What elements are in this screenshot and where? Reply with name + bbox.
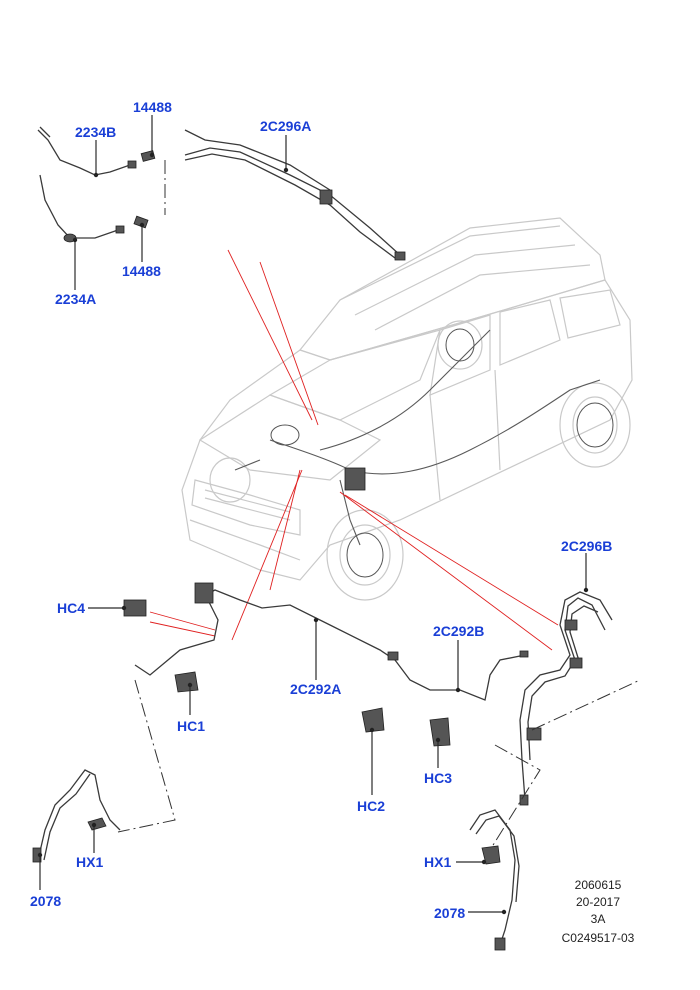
hose-2078-left	[32, 769, 121, 863]
dashed-link-right-bottom	[489, 744, 541, 851]
pipe-2C296B	[519, 591, 613, 806]
callout-2C292B: 2C292B	[433, 623, 484, 639]
reference-block: 2060615 20-2017 3A C0249517-03	[562, 878, 635, 945]
bracket-HX1-left	[87, 817, 107, 831]
callout-HC3: HC3	[424, 770, 452, 786]
ref-line-2: 20-2017	[576, 895, 620, 909]
vehicle-outline	[181, 217, 633, 601]
callout-2C292A: 2C292A	[290, 681, 341, 697]
pipe-2234B	[37, 126, 137, 176]
callout-HC1: HC1	[177, 718, 205, 734]
union-14488-bottom	[133, 215, 149, 229]
bracket-HC1	[174, 671, 199, 693]
dashed-link-left	[117, 679, 176, 833]
vehicle-brake-system	[234, 328, 614, 578]
red-leader-lines	[149, 249, 559, 651]
callout-2078-right: 2078	[434, 905, 465, 921]
hose-2078-right	[469, 809, 520, 951]
pipe-2234A	[39, 174, 125, 243]
callout-14488-top: 14488	[133, 99, 172, 115]
callout-2234A: 2234A	[55, 291, 96, 307]
callout-leaders	[37, 115, 589, 915]
pipe-2C292A	[134, 582, 396, 676]
callout-2078-left: 2078	[30, 893, 61, 909]
bracket-HC3	[429, 717, 451, 747]
bracket-HX1-right	[481, 845, 501, 865]
ref-line-3: 3A	[591, 912, 606, 926]
callout-HC4: HC4	[57, 600, 85, 616]
callout-2C296B: 2C296B	[561, 538, 612, 554]
callout-HC2: HC2	[357, 798, 385, 814]
pipe-2C296A	[184, 129, 406, 261]
callout-14488-bottom: 14488	[122, 263, 161, 279]
callout-HX1-left: HX1	[76, 854, 103, 870]
bracket-HC2	[361, 707, 385, 733]
ref-line-1: 2060615	[575, 878, 622, 892]
ref-line-4: C0249517-03	[562, 931, 635, 945]
callout-2234B: 2234B	[75, 124, 116, 140]
pipe-2C292B	[387, 650, 529, 701]
bracket-HC4	[123, 599, 147, 617]
dashed-link-right-top	[531, 679, 641, 731]
callout-2C296A: 2C296A	[260, 118, 311, 134]
callout-HX1-right: HX1	[424, 854, 451, 870]
